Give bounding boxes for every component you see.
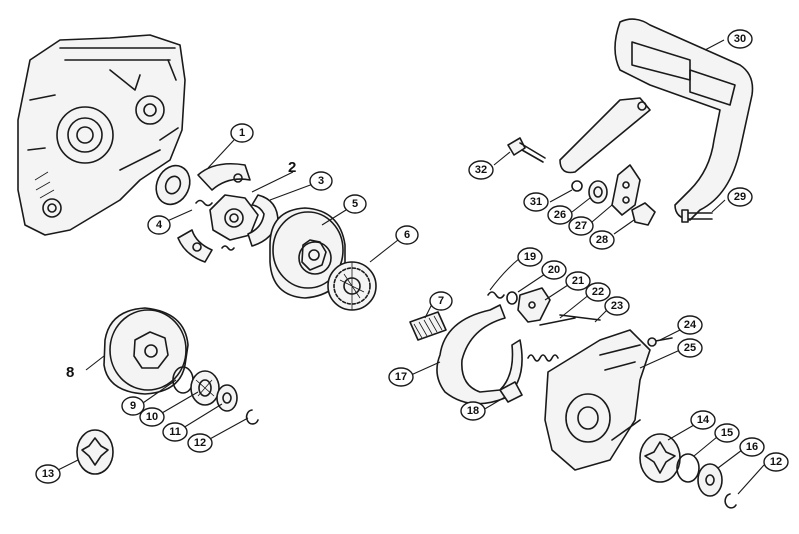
svg-text:14: 14 bbox=[697, 414, 710, 426]
guard-screw-part bbox=[681, 209, 713, 223]
svg-text:16: 16 bbox=[746, 441, 758, 453]
callout-6: 6 bbox=[395, 225, 419, 245]
svg-text:32: 32 bbox=[475, 164, 487, 176]
crankcase-part bbox=[17, 34, 186, 236]
svg-text:24: 24 bbox=[684, 319, 697, 331]
svg-text:13: 13 bbox=[42, 468, 54, 480]
right-circlip-part bbox=[676, 453, 700, 483]
clutch-shoe-left-part bbox=[177, 229, 213, 263]
callout-14: 14 bbox=[690, 410, 716, 430]
lower-thrust-washer-part bbox=[216, 384, 238, 412]
callout-16: 16 bbox=[739, 437, 765, 457]
callout-25: 25 bbox=[677, 338, 703, 358]
label-8: 8 bbox=[66, 364, 74, 381]
svg-text:10: 10 bbox=[146, 411, 158, 423]
callout-32: 32 bbox=[468, 160, 494, 180]
callout-19: 19 bbox=[517, 247, 543, 267]
svg-text:28: 28 bbox=[596, 234, 608, 246]
svg-text:21: 21 bbox=[572, 275, 584, 287]
svg-text:17: 17 bbox=[395, 371, 407, 383]
guard-cam-part bbox=[631, 202, 656, 226]
callout-27: 27 bbox=[568, 216, 594, 236]
clutch-hub-part bbox=[209, 194, 259, 241]
callout-12a: 12 bbox=[187, 433, 213, 453]
label-2: 2 bbox=[288, 159, 296, 176]
svg-text:12: 12 bbox=[770, 456, 782, 468]
svg-text:30: 30 bbox=[734, 33, 746, 45]
svg-text:6: 6 bbox=[404, 229, 410, 241]
brake-pin-part bbox=[499, 381, 523, 403]
brake-lever-part bbox=[517, 287, 551, 323]
guard-bushing-part bbox=[588, 180, 608, 204]
clutch-spring-part bbox=[195, 199, 235, 251]
callout-9: 9 bbox=[121, 396, 145, 416]
callout-7: 7 bbox=[429, 291, 453, 311]
svg-text:20: 20 bbox=[548, 264, 560, 276]
callout-28: 28 bbox=[589, 230, 615, 250]
callout-31: 31 bbox=[523, 192, 549, 212]
svg-text:1: 1 bbox=[239, 127, 245, 139]
spur-sprocket-part bbox=[639, 433, 681, 483]
svg-text:22: 22 bbox=[592, 286, 604, 298]
svg-text:9: 9 bbox=[130, 400, 136, 412]
clutch-washer-part bbox=[155, 164, 191, 206]
right-washer-part bbox=[697, 463, 723, 497]
callout-22: 22 bbox=[585, 282, 611, 302]
svg-text:18: 18 bbox=[467, 405, 479, 417]
callout-30: 30 bbox=[727, 29, 753, 49]
callout-17: 17 bbox=[388, 367, 414, 387]
svg-text:23: 23 bbox=[611, 300, 623, 312]
callout-5: 5 bbox=[343, 194, 367, 214]
brake-link-part bbox=[539, 314, 601, 326]
svg-text:4: 4 bbox=[156, 219, 163, 231]
svg-text:7: 7 bbox=[438, 295, 444, 307]
callout-29: 29 bbox=[727, 187, 753, 207]
callout-23: 23 bbox=[604, 296, 630, 316]
svg-text:26: 26 bbox=[554, 209, 566, 221]
callout-4: 4 bbox=[147, 215, 171, 235]
callout-3: 3 bbox=[309, 171, 333, 191]
clutch-drum-part bbox=[269, 207, 346, 299]
svg-text:3: 3 bbox=[318, 175, 324, 187]
svg-text:29: 29 bbox=[734, 191, 746, 203]
brake-spring-large-part bbox=[527, 354, 559, 362]
guard-washer-part bbox=[571, 180, 583, 192]
callout-15: 15 bbox=[714, 423, 740, 443]
svg-text:5: 5 bbox=[352, 198, 358, 210]
svg-text:11: 11 bbox=[169, 426, 181, 438]
brake-band-part bbox=[436, 304, 523, 405]
brake-spring-small-part bbox=[487, 291, 505, 299]
leader-lines bbox=[57, 39, 765, 495]
callout-24: 24 bbox=[677, 315, 703, 335]
callout-12b: 12 bbox=[763, 452, 789, 472]
cover-screw-part bbox=[647, 337, 673, 347]
guard-bolt-part bbox=[507, 137, 546, 163]
hand-guard-part bbox=[559, 18, 754, 221]
svg-text:27: 27 bbox=[575, 220, 587, 232]
clutch-shoe-top-part bbox=[197, 162, 251, 191]
right-e-clip-part bbox=[724, 493, 737, 509]
sprocket-cover-part bbox=[544, 329, 651, 471]
callout-18: 18 bbox=[460, 401, 486, 421]
svg-text:19: 19 bbox=[524, 251, 536, 263]
svg-text:12: 12 bbox=[194, 437, 206, 449]
sprocket-star-part bbox=[76, 429, 114, 475]
svg-text:25: 25 bbox=[684, 342, 696, 354]
callout-1: 1 bbox=[230, 123, 254, 143]
callout-26: 26 bbox=[547, 205, 573, 225]
clutch-drum-lower-part bbox=[103, 307, 189, 395]
rim-sprocket-part bbox=[327, 261, 377, 311]
lower-sprocket-part bbox=[190, 370, 220, 406]
svg-text:15: 15 bbox=[721, 427, 733, 439]
callout-21: 21 bbox=[565, 271, 591, 291]
callout-13: 13 bbox=[35, 464, 61, 484]
brake-washer-part bbox=[506, 291, 518, 305]
needle-bearing-part bbox=[409, 311, 447, 341]
callout-10: 10 bbox=[139, 407, 165, 427]
lower-e-clip-part bbox=[245, 409, 259, 425]
callout-11: 11 bbox=[162, 422, 188, 442]
svg-text:31: 31 bbox=[530, 196, 542, 208]
callout-20: 20 bbox=[541, 260, 567, 280]
